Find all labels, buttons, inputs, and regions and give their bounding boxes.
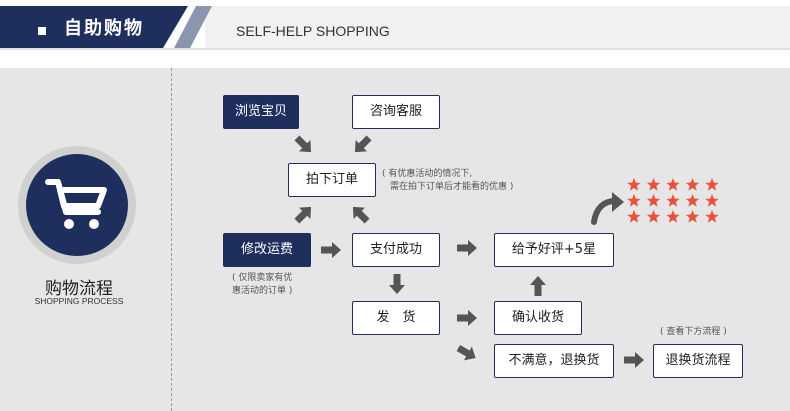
arrow-consult-to-order (349, 132, 375, 158)
browse-box: 浏览宝贝 (223, 95, 299, 129)
header-banner (0, 0, 790, 56)
star-icon (646, 210, 661, 223)
arrow-confirm-to-rate (530, 276, 546, 296)
arrow-modify-to-pay (321, 242, 341, 258)
star-icon (646, 194, 661, 207)
star-icon (666, 210, 680, 223)
star-icon (627, 210, 641, 223)
arrow-pay-to-ship (389, 274, 405, 294)
star-icon (646, 178, 661, 191)
star-icon (685, 194, 700, 207)
arrow-browse-to-order (291, 132, 317, 158)
ship-box: 发 货 (352, 301, 440, 335)
star-icon (685, 178, 700, 191)
unsatisfied-box: 不满意，退换货 (494, 344, 614, 378)
order-note-line1: ( 有优惠活动的情况下, (382, 169, 473, 179)
curved-arrow-head (612, 192, 624, 212)
process-title: 购物流程 (45, 279, 113, 299)
confirm-box: 确认收货 (494, 301, 582, 335)
consult-box: 咨询客服 (352, 95, 440, 129)
process-subtitle: SHOPPING PROCESS (34, 296, 124, 306)
return-note: ( 查看下方流程 ) (660, 327, 727, 337)
star-icon (666, 178, 680, 191)
modify-note-line2: 惠活动的订单 ) (232, 286, 293, 296)
star-icon (705, 194, 719, 207)
arrow-unsatisfied-to-return (624, 352, 644, 368)
arrow-ship-to-confirm (457, 310, 477, 326)
modify-shipping-box: 修改运费 (223, 233, 311, 267)
star-icon (705, 178, 719, 191)
return-process-box: 退换货流程 (653, 344, 743, 378)
header: 自助购物 SELF-HELP SHOPPING (0, 0, 790, 56)
shopping-cart-icon (45, 179, 107, 229)
arrow-pay-to-order (347, 201, 373, 227)
header-title: 自助购物 (64, 18, 144, 39)
arrow-ship-to-unsatisfied (454, 341, 480, 365)
curved-arrow-shaft (591, 198, 618, 225)
divider (171, 68, 172, 411)
star-icon (705, 210, 719, 223)
rating-stars (627, 178, 719, 223)
pay-box: 支付成功 (352, 233, 440, 267)
star-icon (685, 210, 700, 223)
arrow-modify-to-order (291, 201, 317, 227)
star-icon (666, 194, 680, 207)
order-box: 拍下订单 (288, 163, 376, 197)
rate-box: 给予好评+5星 (494, 233, 614, 267)
modify-note-line1: ( 仅限卖家有优 (232, 273, 293, 283)
header-bullet (38, 27, 46, 35)
header-subtitle: SELF-HELP SHOPPING (236, 23, 390, 39)
arrow-pay-to-rate (457, 240, 477, 256)
star-icon (627, 194, 641, 207)
order-note-line2: 需在拍下订单后才能看的优惠 ) (390, 182, 514, 192)
star-icon (627, 178, 641, 191)
